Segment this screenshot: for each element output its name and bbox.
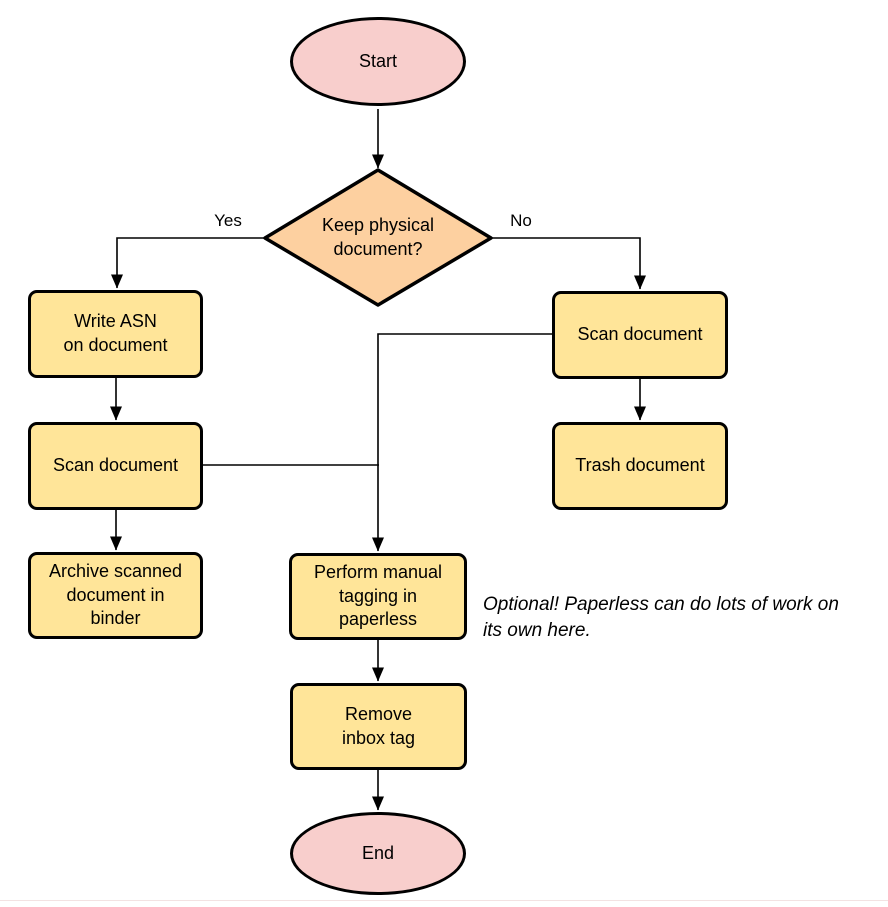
decision-diamond-shape xyxy=(263,168,493,307)
node-scan-document-right: Scan document xyxy=(552,291,728,379)
node-remove-inbox-tag: Remove inbox tag xyxy=(290,683,467,770)
node-trash-document: Trash document xyxy=(552,422,728,510)
node-end-label: End xyxy=(361,842,395,863)
node-start-label: Start xyxy=(358,50,397,71)
node-archive-binder: Archive scanned document in binder xyxy=(28,552,203,639)
node-decision-label: Keep physical document? xyxy=(321,215,435,259)
node-scan-document-left: Scan document xyxy=(28,422,203,510)
edge-scan-right-to-tagging xyxy=(372,333,552,552)
node-scan-document-right-label: Scan document xyxy=(577,324,703,345)
node-write-asn: Write ASN on document xyxy=(28,290,203,378)
edge-decision-no-to-scan-right xyxy=(491,237,646,290)
bottom-divider xyxy=(0,900,888,901)
node-remove-inbox-tag-label: Remove inbox tag xyxy=(341,703,416,748)
edge-decision-yes-to-write-asn xyxy=(111,237,265,289)
node-archive-binder-label: Archive scanned document in binder xyxy=(48,560,183,629)
edge-label-no: No xyxy=(507,211,535,231)
node-start: Start xyxy=(290,17,466,106)
node-scan-document-left-label: Scan document xyxy=(52,455,179,476)
node-write-asn-label: Write ASN on document xyxy=(63,311,168,355)
annotation-optional-note: Optional! Paperless can do lots of work … xyxy=(483,594,839,642)
node-manual-tagging-label: Perform manual tagging in paperless xyxy=(313,561,443,630)
node-end: End xyxy=(290,812,466,895)
node-manual-tagging: Perform manual tagging in paperless xyxy=(289,553,467,640)
node-trash-document-label: Trash document xyxy=(575,455,705,476)
node-decision: Keep physical document? xyxy=(278,201,478,275)
edge-label-yes: Yes xyxy=(211,211,245,231)
